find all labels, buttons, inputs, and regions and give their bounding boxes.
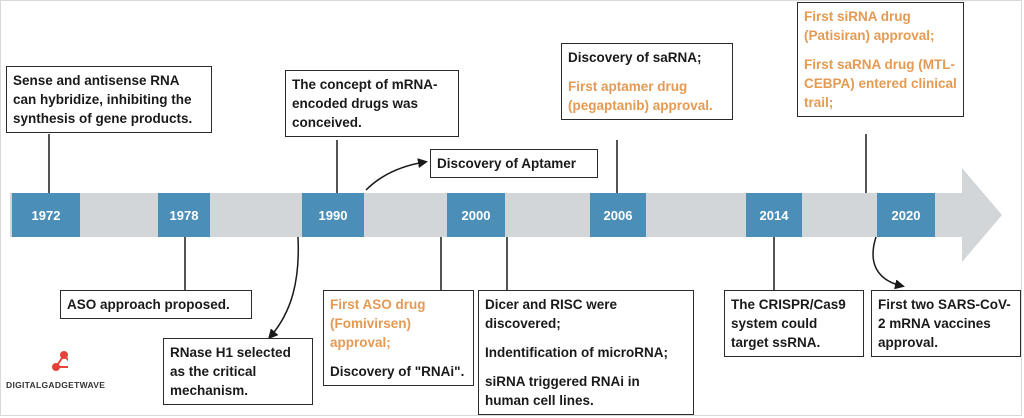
year-1990: 1990 [302,193,364,237]
year-1978: 1978 [158,193,210,237]
event-2006: Discovery of saRNA; First aptamer drug (… [561,43,733,120]
year-2020: 2020 [877,193,935,237]
brand-name: DIGITALGADGETWAVE [6,380,106,390]
brand-logo-icon [52,351,68,371]
connector-aptamer [365,158,428,191]
event-2000-dicer-microrna-sirna: Dicer and RISC were discovered; Indentif… [478,290,694,415]
event-2020-vaccines: First two SARS-CoV-2 mRNA vaccines appro… [871,290,1021,357]
event-2020-approvals: First siRNA drug (Patisiran) approval; F… [797,2,964,117]
event-2000-aso-rnai: First ASO drug (Fomivirsen) approval; Di… [323,290,474,386]
event-2014: The CRISPR/Cas9 system could target ssRN… [724,290,864,357]
event-1990-concept: The concept of mRNA-encoded drugs was co… [285,70,459,137]
event-1990-rnase: RNase H1 selected as the critical mechan… [163,338,313,405]
timeline-arrow [10,168,1002,262]
connector-1990-rnase [268,236,300,340]
year-1972: 1972 [12,193,80,237]
event-1972: Sense and antisense RNA can hybridize, i… [6,66,212,133]
year-2000: 2000 [447,193,505,237]
year-2006: 2006 [590,193,646,237]
event-aptamer: Discovery of Aptamer [430,149,598,178]
connector-2020-vaccines [872,236,905,290]
year-2014: 2014 [746,193,802,237]
event-1978: ASO approach proposed. [60,290,252,319]
